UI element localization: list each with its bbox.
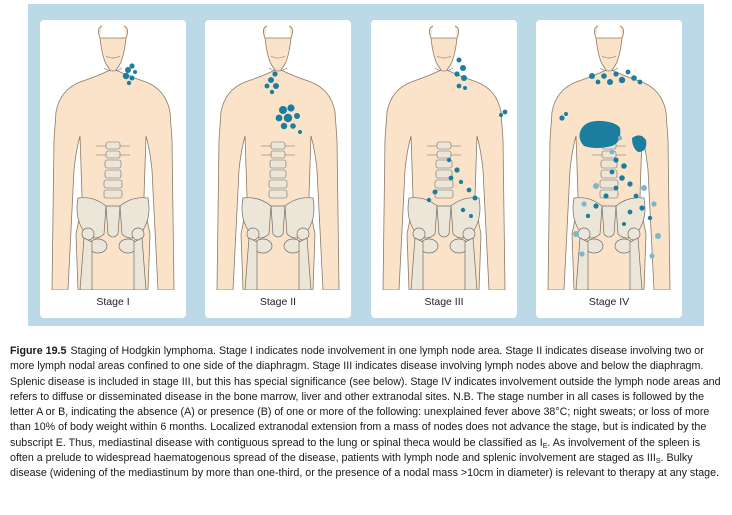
- caption-text-1: Staging of Hodgkin lymphoma. Stage I ind…: [10, 345, 721, 449]
- pelvis: [407, 197, 481, 254]
- caption-text-2: . As involvement of the spleen is often …: [10, 436, 701, 465]
- femurs: [410, 237, 478, 290]
- stage-1-card: Stage I: [40, 20, 186, 318]
- stage-3-card: Stage III: [371, 20, 517, 318]
- femurs: [79, 237, 147, 290]
- stage-4-body-figure: [547, 25, 671, 290]
- spine: [427, 141, 461, 199]
- stage-4-label: Stage IV: [588, 296, 630, 308]
- stage-2-card: Stage II: [205, 20, 351, 318]
- figure-number: Figure 19.5: [10, 345, 67, 357]
- stage-1-body-figure: [51, 25, 175, 290]
- pelvis: [241, 197, 315, 254]
- femurs: [244, 237, 312, 290]
- pelvis: [76, 197, 150, 254]
- figure-panel: Stage I: [28, 4, 704, 326]
- stage-2-label: Stage II: [259, 296, 297, 308]
- stage-3-label: Stage III: [424, 296, 464, 308]
- spine: [261, 141, 295, 199]
- subscript-e: E: [542, 442, 548, 450]
- stage-3-body-figure: [382, 25, 508, 290]
- caption-text-3: . Bulky disease (widening of the mediast…: [10, 452, 720, 480]
- stage-1-label: Stage I: [96, 296, 130, 308]
- stage-4-card: Stage IV: [536, 20, 682, 318]
- stage-4-liver: [579, 120, 647, 152]
- stage-4-lymph-nodes: [559, 69, 653, 226]
- stage-1-lymph-nodes: [122, 63, 137, 86]
- stage-3-lymph-nodes: [426, 57, 508, 218]
- stage-2-lymph-nodes: [264, 71, 302, 134]
- stage-2-body-figure: [216, 25, 340, 290]
- subscript-s: S: [655, 458, 661, 466]
- femurs: [575, 237, 643, 290]
- spine: [96, 141, 130, 199]
- stage-4-marrow-deposits: [573, 135, 661, 259]
